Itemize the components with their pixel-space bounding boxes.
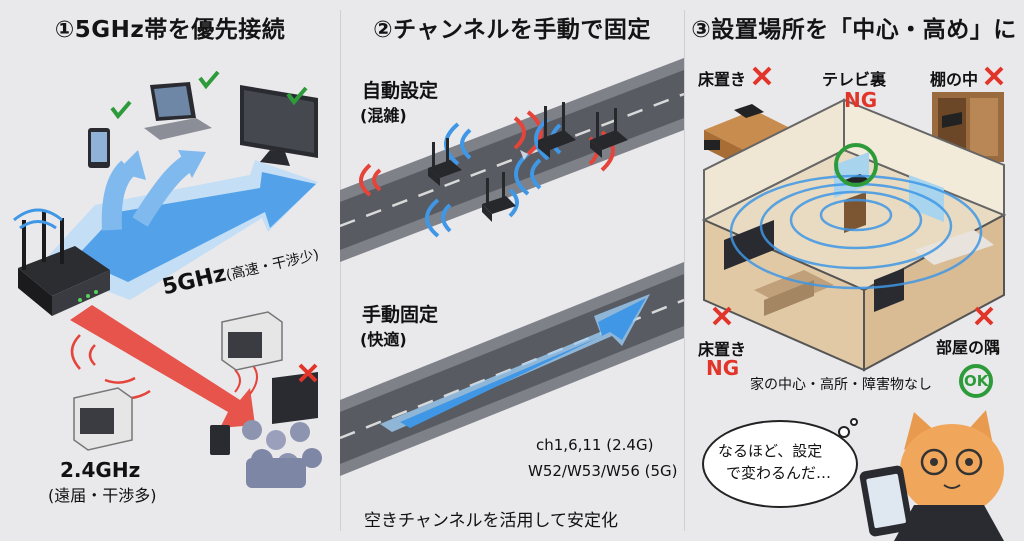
panel-placement: ③設置場所を「中心・高め」に <box>684 0 1024 541</box>
panel3-illustration <box>701 66 1007 541</box>
floor2-ng: NG <box>706 356 740 380</box>
floor-label: 床置き <box>698 70 747 89</box>
panel2-title: ②チャンネルを手動で固定 <box>373 17 651 43</box>
manual-setting-label: 手動固定 <box>362 304 439 326</box>
channels-24-text: ch1,6,11 (2.4G) <box>536 436 654 454</box>
divider-2 <box>684 10 685 531</box>
bubble-line-2: で変わるんだ… <box>726 464 832 482</box>
manual-setting-sub: (快適) <box>360 330 407 349</box>
panel1-illustration <box>13 70 322 488</box>
panel-channel-fix: ②チャンネルを手動で固定 <box>340 0 684 541</box>
auto-setting-label: 自動設定 <box>362 80 439 102</box>
shelf-label: 棚の中 <box>930 70 979 89</box>
panel2-footer: 空きチャンネルを活用して安定化 <box>364 511 618 531</box>
panel-5ghz-priority: ①5GHz帯を優先接続 <box>0 0 340 541</box>
panel1-title: ①5GHz帯を優先接続 <box>54 17 286 43</box>
ok-label: OK <box>964 372 989 390</box>
auto-setting-sub: (混雑) <box>360 106 407 125</box>
corner-label: 部屋の隅 <box>936 338 1001 357</box>
band-24ghz-label: 2.4GHz <box>60 458 141 482</box>
center-label: 家の中心・高所・障害物なし <box>750 377 932 393</box>
bubble-line-1: なるほど、設定 <box>718 442 823 460</box>
speech-bubble <box>702 420 858 508</box>
tv-back-label: テレビ裏 <box>822 70 887 89</box>
panel3-title: ③設置場所を「中心・高め」に <box>691 17 1017 43</box>
panel2-illustration <box>340 58 684 476</box>
floor2-label: 床置き <box>698 340 747 359</box>
band-24ghz-sub: (遠届・干渉多) <box>48 486 157 505</box>
channels-5-text: W52/W53/W56 (5G) <box>528 462 678 480</box>
tv-back-ng: NG <box>844 88 878 112</box>
divider-1 <box>340 10 341 531</box>
